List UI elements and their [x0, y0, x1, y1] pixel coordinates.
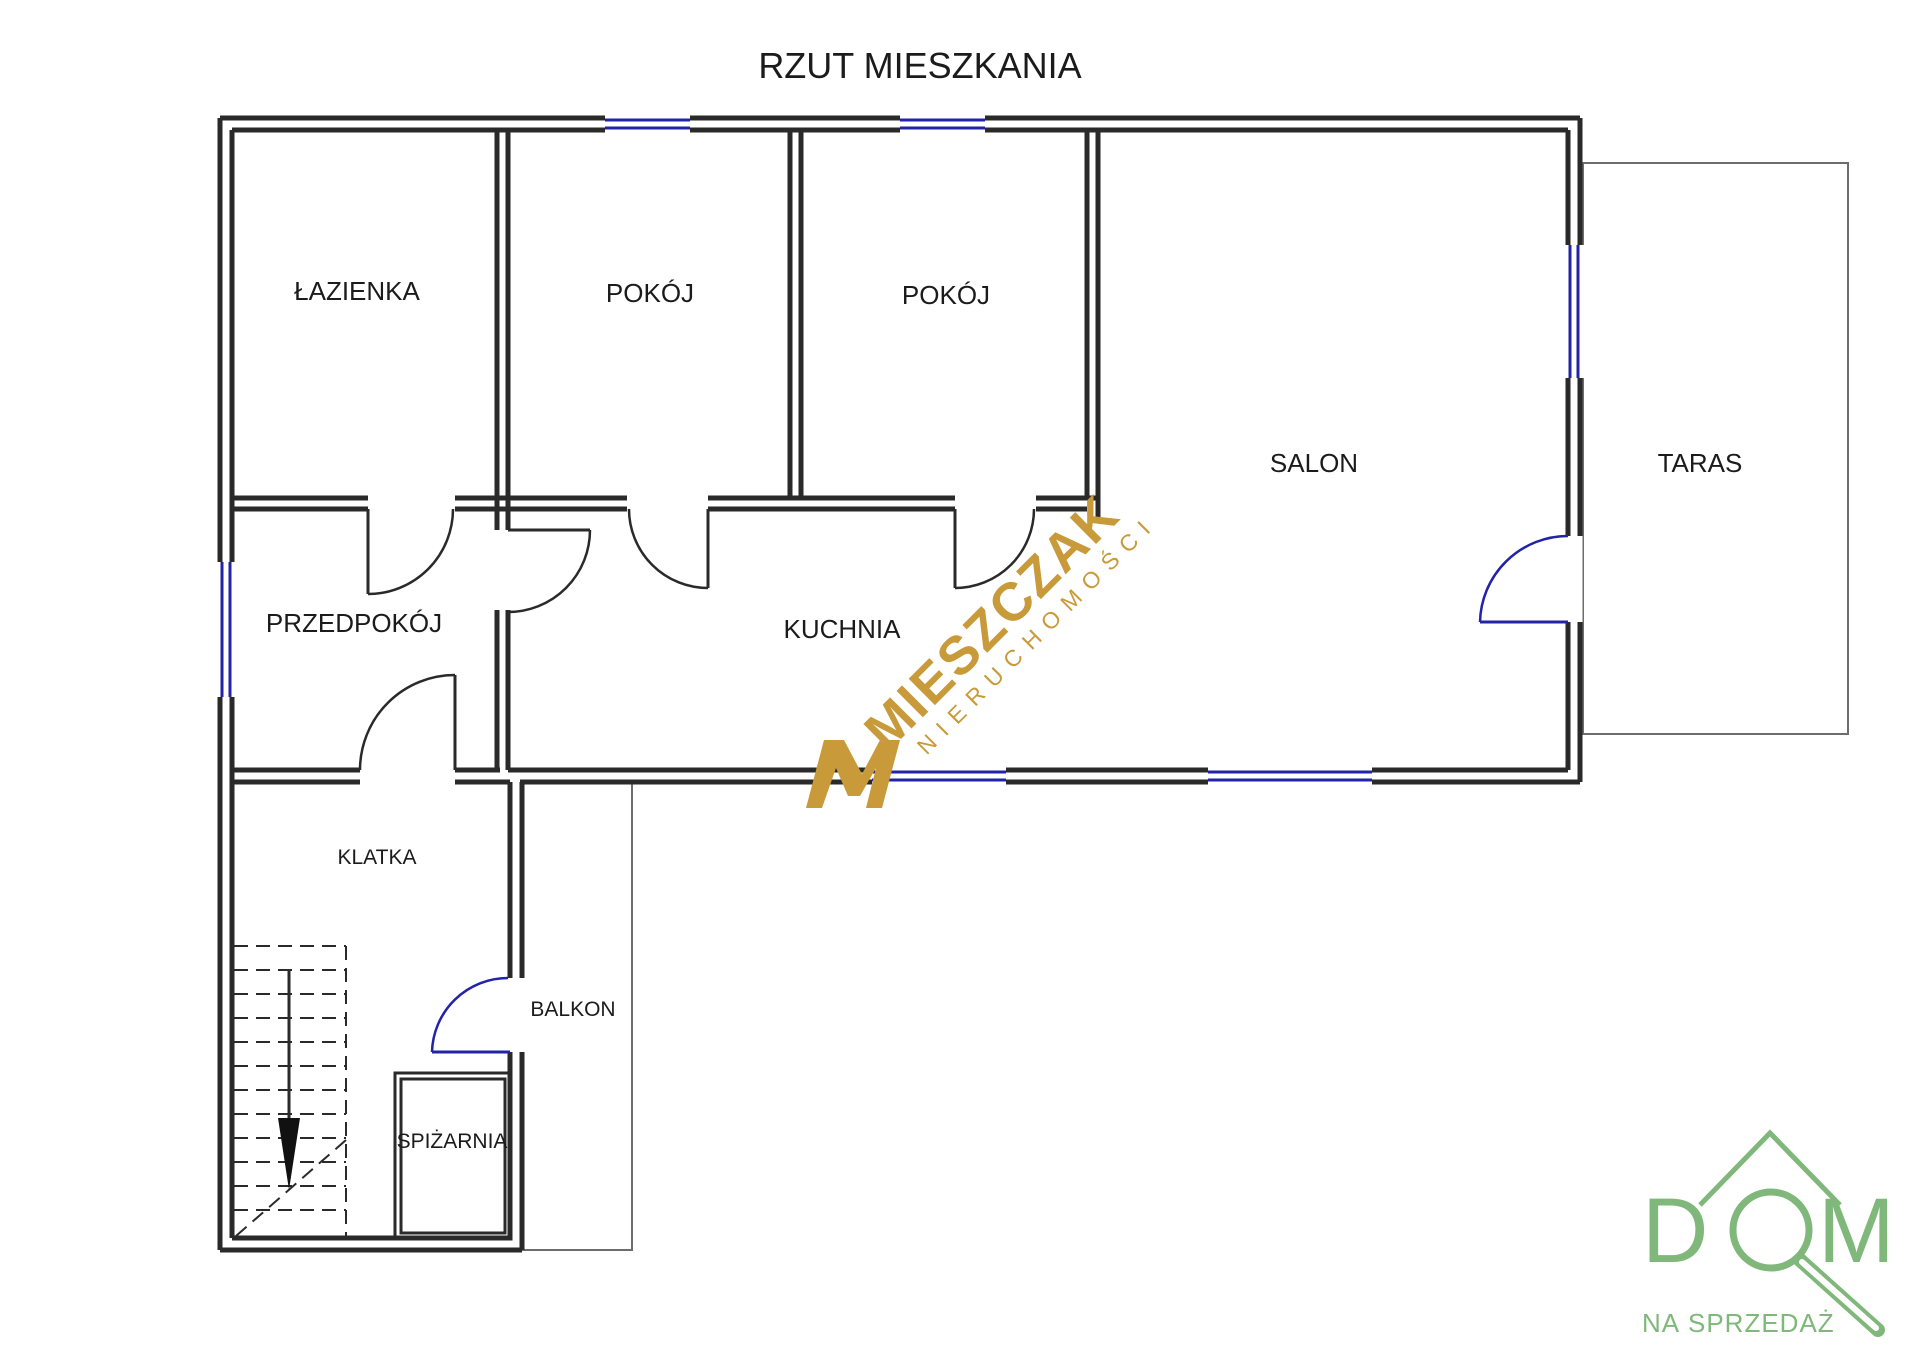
doors [358, 508, 1569, 1054]
house-roof-icon [1698, 1129, 1842, 1207]
room-kuchnia: KUCHNIA [783, 614, 901, 644]
room-spizarnia: SPIŻARNIA [397, 1130, 508, 1153]
room-taras: TARAS [1658, 448, 1743, 478]
room-lazienka: ŁAZIENKA [294, 276, 420, 306]
stairs [234, 945, 347, 1238]
room-salon: SALON [1270, 448, 1358, 478]
watermark-logo-icon [806, 740, 900, 808]
dom-letter-m: M [1818, 1180, 1895, 1282]
room-pokoj-1: POKÓJ [606, 278, 694, 308]
balcony-outline [522, 782, 633, 1251]
room-labels: ŁAZIENKA POKÓJ POKÓJ SALON TARAS PRZEDPO… [266, 276, 1743, 1153]
magnifier-icon [1729, 1188, 1813, 1272]
room-przedpokoj: PRZEDPOKÓJ [266, 608, 442, 638]
room-pokoj-2: POKÓJ [902, 280, 990, 310]
plan-title: RZUT MIESZKANIA [758, 45, 1081, 86]
dom-logo: D M NA SPRZEDAŻ [1642, 1129, 1895, 1338]
dom-letter-d: D [1642, 1180, 1708, 1282]
pantry-walls [393, 1071, 513, 1241]
dom-sub-sprzedaz: SPRZEDAŻ [1688, 1308, 1835, 1338]
terrace-outline [1582, 162, 1849, 735]
watermark: MIESZCZAK NIERUCHOMOŚCI [806, 484, 1162, 808]
windows [215, 113, 1585, 787]
door-gaps [360, 495, 1583, 1052]
room-balkon: BALKON [530, 998, 615, 1021]
stair-arrow-icon [278, 1118, 300, 1190]
dom-sub-na: NA [1642, 1308, 1680, 1338]
room-klatka: KLATKA [338, 846, 417, 869]
